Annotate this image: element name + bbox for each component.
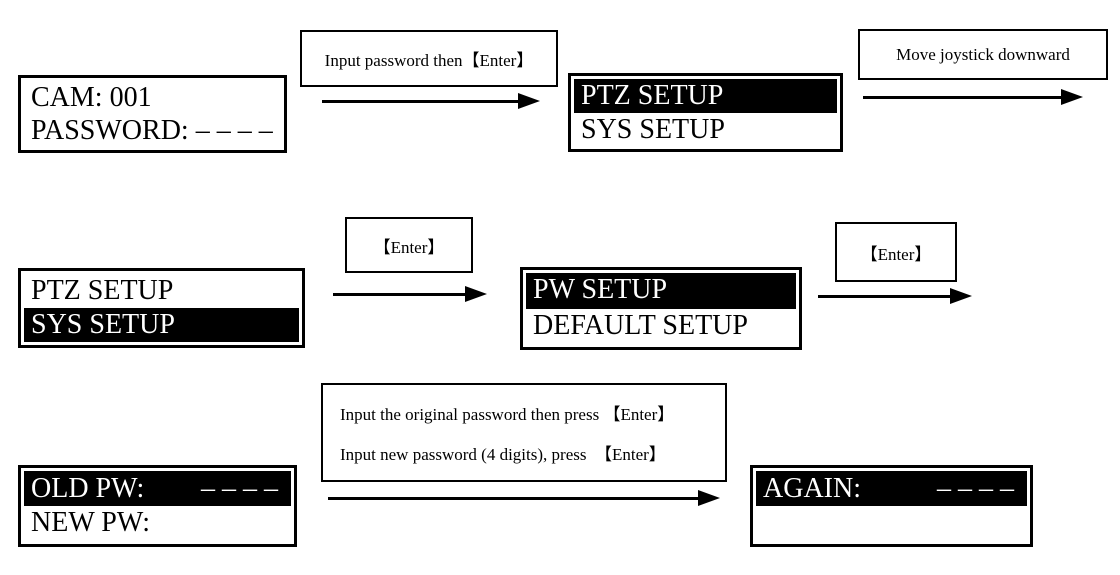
arrow-head-icon	[1061, 89, 1083, 105]
lcd-again-label: AGAIN:	[763, 472, 861, 504]
lcd-old-pw-label: OLD PW:	[31, 472, 145, 504]
flow-arrow-step3	[333, 286, 487, 302]
step-label-input-password: Input password then【Enter】	[300, 30, 558, 87]
step-label-line2: Input new password (4 digits), press 【En…	[340, 445, 666, 464]
lcd-line-ptz-setup-selected: PTZ SETUP	[574, 79, 837, 113]
arrow-shaft	[322, 99, 524, 103]
step-label-enter-1: 【Enter】	[345, 217, 473, 273]
arrow-shaft	[328, 496, 704, 500]
lcd-line-ptz-setup: PTZ SETUP	[31, 275, 174, 306]
arrow-head-icon	[698, 490, 720, 506]
arrow-shaft	[818, 294, 956, 298]
lcd-screen-sys-menu-pw-selected: PW SETUP DEFAULT SETUP	[520, 267, 802, 350]
flow-arrow-step1	[322, 93, 540, 109]
lcd-screen-old-new-pw: OLD PW: – – – – NEW PW:	[18, 465, 297, 547]
lcd-line-again-selected: AGAIN: – – – –	[756, 471, 1027, 506]
lcd-line-sys-setup-selected: SYS SETUP	[24, 308, 299, 342]
lcd-line-cam: CAM: 001	[31, 82, 152, 113]
flow-arrow-step4	[818, 288, 972, 304]
step-label-line1: Input the original password then press 【…	[340, 405, 675, 424]
flow-arrow-step5	[328, 490, 720, 506]
lcd-line-pw-setup-selected: PW SETUP	[526, 273, 796, 309]
lcd-line-default-setup: DEFAULT SETUP	[533, 309, 748, 341]
step-label-text: 【Enter】	[373, 237, 445, 257]
arrow-head-icon	[465, 286, 487, 302]
lcd-screen-main-menu-ptz-selected: PTZ SETUP SYS SETUP	[568, 73, 843, 152]
step-label-change-password: Input the original password then press 【…	[321, 383, 727, 482]
lcd-screen-main-menu-sys-selected: PTZ SETUP SYS SETUP	[18, 268, 305, 348]
lcd-again-value: – – – –	[937, 472, 1014, 504]
arrow-shaft	[863, 95, 1067, 99]
arrow-head-icon	[518, 93, 540, 109]
step-label-text: 【Enter】	[860, 244, 932, 264]
lcd-screen-login: CAM: 001 PASSWORD: – – – –	[18, 75, 287, 153]
lcd-line-sys-setup: SYS SETUP	[581, 113, 725, 145]
lcd-line-password: PASSWORD: – – – –	[31, 115, 273, 146]
arrow-shaft	[333, 292, 471, 296]
lcd-screen-pw-confirm: AGAIN: – – – –	[750, 465, 1033, 547]
lcd-line-old-pw-selected: OLD PW: – – – –	[24, 471, 291, 506]
lcd-line-new-pw: NEW PW:	[31, 507, 150, 538]
step-label-text: Input password then【Enter】	[324, 51, 534, 70]
step-label-move-joystick: Move joystick downward	[858, 29, 1108, 80]
lcd-line-blank	[756, 506, 1027, 541]
step-label-enter-2: 【Enter】	[835, 222, 957, 282]
arrow-head-icon	[950, 288, 972, 304]
step-label-text: Move joystick downward	[896, 44, 1070, 64]
flow-arrow-step2	[863, 89, 1083, 105]
lcd-old-pw-value: – – – –	[201, 472, 278, 504]
